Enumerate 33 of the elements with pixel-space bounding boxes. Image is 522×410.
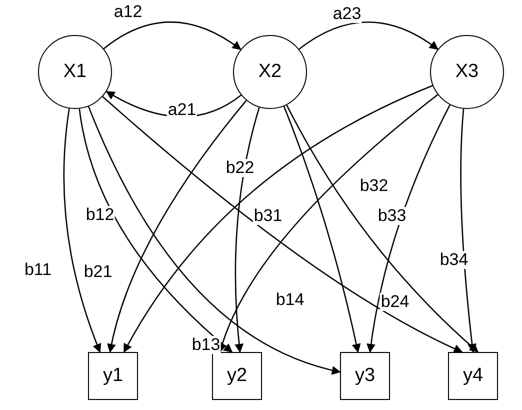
edge-label: a23	[332, 5, 362, 23]
arrow	[63, 108, 102, 353]
edge-label: b34	[438, 251, 470, 269]
node-label: y2	[226, 364, 248, 388]
node-label: y1	[102, 364, 124, 388]
arrow	[234, 107, 260, 353]
arrow	[366, 104, 451, 353]
arrow	[103, 21, 242, 50]
node-label: y4	[462, 364, 484, 388]
node-label: X2	[258, 60, 282, 84]
arrow	[218, 94, 438, 353]
arrow	[78, 108, 233, 353]
arrow	[123, 85, 433, 353]
edge-label: b33	[376, 207, 408, 225]
arrow	[88, 106, 341, 374]
arrow	[283, 106, 361, 353]
edge-label: b22	[224, 159, 256, 177]
edge-label: b13	[190, 336, 222, 354]
arrow	[460, 108, 477, 353]
edge-label: a21	[166, 101, 198, 119]
observation-box	[448, 352, 498, 400]
node-label: X1	[63, 60, 87, 84]
edge-label: b31	[252, 207, 284, 225]
observation-box	[340, 352, 390, 400]
observation-box	[88, 352, 138, 400]
node-label: y3	[354, 364, 376, 388]
edge-label: b24	[380, 293, 410, 311]
arrow	[102, 96, 463, 353]
arrow	[107, 100, 247, 353]
observation-box	[212, 352, 262, 400]
arrow	[286, 104, 479, 353]
node-label: X3	[455, 60, 479, 84]
arrow	[298, 22, 439, 50]
